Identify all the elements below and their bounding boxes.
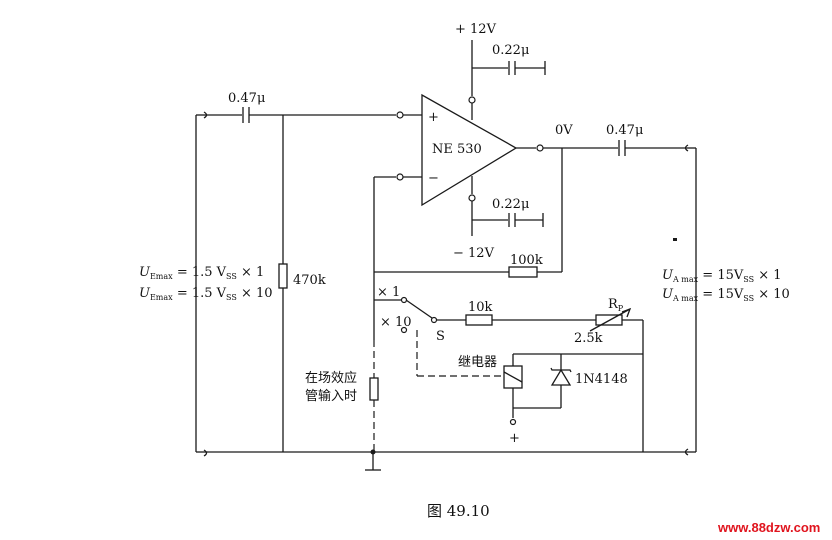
- decouple-bottom-label: 0.22μ: [492, 197, 529, 212]
- resistor-10k: [465, 314, 493, 326]
- switch-name-label: S: [436, 329, 445, 344]
- opamp-minus: −: [428, 171, 439, 186]
- out-voltage-label: 0V: [555, 123, 573, 138]
- input-formula-line2: UEmax = 1.5 VSS × 10: [139, 286, 273, 302]
- switch-s: [405, 299, 433, 319]
- opamp-ne530: [421, 93, 518, 207]
- relay-label: 继电器: [458, 355, 497, 370]
- input-terminal-bottom: [203, 449, 208, 457]
- fet-note-line2: 管输入时: [305, 388, 357, 404]
- fet-note-line1: 在场效应: [305, 370, 357, 386]
- supply-neg-label: − 12V: [453, 246, 495, 261]
- output-terminal-top: [684, 144, 689, 152]
- supply-pos-label: + 12V: [455, 22, 497, 37]
- resistor-10k-label: 10k: [468, 300, 493, 315]
- diode-label: 1N4148: [575, 372, 628, 387]
- switch-pos1-label: × 1: [377, 285, 400, 300]
- decouple-top-label: 0.22μ: [492, 43, 529, 58]
- pot-value-label: 2.5k: [574, 331, 603, 346]
- resistor-100k-label: 100k: [510, 253, 543, 268]
- opamp-name: NE 530: [432, 142, 482, 157]
- input-cap-label: 0.47μ: [228, 91, 265, 106]
- fet-resistor: [369, 377, 379, 401]
- opamp-plus: +: [428, 110, 439, 125]
- resistor-470k-label: 470k: [293, 273, 326, 288]
- pot-name-label: RP: [608, 297, 624, 313]
- input-formula-line1: UEmax = 1.5 VSS × 1: [139, 265, 264, 281]
- resistor-470k: [278, 263, 288, 289]
- output-formula-line2: UA max = 15VSS × 10: [662, 287, 790, 303]
- output-formula-line1: UA max = 15VSS × 1: [662, 268, 782, 284]
- figure-caption: 图 49.10: [427, 502, 490, 520]
- relay-plus-label: +: [509, 431, 520, 446]
- switch-pos10-label: × 10: [380, 315, 412, 330]
- output-terminal-bottom: [684, 448, 689, 456]
- watermark: www.88dzw.com: [717, 520, 820, 535]
- resistor-100k: [508, 266, 538, 278]
- diode-1n4148: [550, 368, 572, 386]
- output-cap-label: 0.47μ: [606, 123, 643, 138]
